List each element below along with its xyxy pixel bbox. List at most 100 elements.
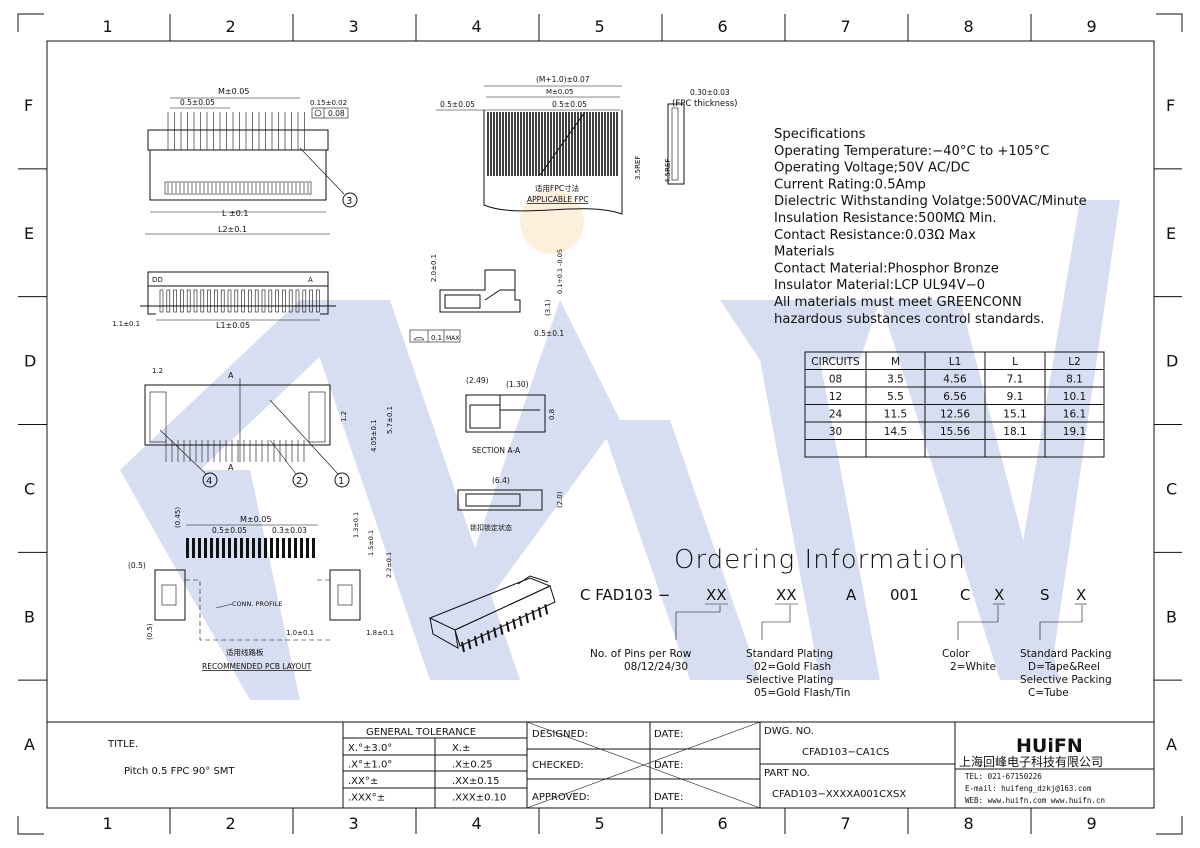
table-cell: 19.1 — [1063, 426, 1086, 438]
fpc-dim-p2: 0.5±0.05 — [552, 100, 587, 109]
order-code-part: XX — [776, 586, 797, 604]
frame-col-bottom: 6 — [718, 814, 728, 833]
fpc-label-cn: 适用FPC寸法 — [535, 183, 580, 193]
spec-line: Operating Voltage;50V AC/DC — [774, 161, 970, 176]
section-view: (2.49) (1.30) 0.8 SECTION A-A (6.4) (2.0… — [457, 376, 564, 532]
frame-col-top: 7 — [841, 17, 851, 36]
order-code-part: C — [960, 586, 970, 604]
table-header-cell: L — [1012, 356, 1018, 368]
title-block: TITLE. Pitch 0.5 FPC 90° SMT GENERAL TOL… — [46, 721, 1155, 809]
iso-view — [428, 575, 556, 653]
table-cell: 3.5 — [887, 374, 904, 386]
frame-row-right: D — [1166, 352, 1178, 371]
pcb-dim-03: 0.3±0.03 — [272, 526, 307, 535]
side-dim-20: 2.0±0.1 — [430, 254, 438, 282]
frame-row-left: F — [24, 96, 33, 115]
frame-row-left: B — [24, 607, 35, 626]
plating-line: Selective Plating — [746, 674, 833, 686]
bottom-dim-12b: 1.2 — [340, 411, 348, 422]
company-tel: TEL: 021-67150226 — [965, 772, 1042, 781]
frame-col-bottom: 5 — [595, 814, 605, 833]
table-cell: 14.5 — [884, 426, 907, 438]
section-dim-08: 0.8 — [548, 409, 556, 420]
frame-col-top: 4 — [472, 17, 482, 36]
table-cell: 4.56 — [943, 374, 967, 386]
pcb-dim-m: M±0.05 — [240, 515, 271, 524]
plating-line: Standard Plating — [746, 648, 833, 660]
table-cell: 12.56 — [940, 409, 970, 421]
top-dim-tol: 0.15±0.02 — [310, 99, 347, 107]
fpc-dim-thk: 0.30±0.03 — [690, 88, 730, 97]
fpc-view: (M+1.0)±0.07 M±0.05 0.5±0.05 0.5±0.05 3.… — [436, 75, 737, 215]
front-dim-l1: L1±0.05 — [216, 321, 250, 330]
dwg-value: CFAD103−CA1CS — [802, 747, 889, 758]
frame-row-left: C — [24, 479, 35, 498]
tol-linear: X.± — [452, 743, 470, 754]
frame-col-bottom: 3 — [349, 814, 359, 833]
bottom-view: 1.2 A A 1.2 4.05±0.1 5.7±0.1 4 2 1 — [144, 367, 394, 488]
frame-row-right: F — [1166, 96, 1175, 115]
pins-values: 08/12/24/30 — [624, 661, 688, 673]
pins-label: No. of Pins per Row — [590, 648, 692, 660]
checked-label: CHECKED: — [532, 760, 584, 771]
table-cell: 15.56 — [940, 426, 970, 438]
lock-label-cn: 锁扣锁定状态 — [470, 523, 512, 532]
lock-dim-64: (6.4) — [492, 476, 510, 485]
packing-line: C=Tube — [1028, 687, 1069, 699]
side-dim-01: 0.1+0.1 -0.05 — [556, 249, 564, 294]
spec-line: Insulator Material:LCP UL94V−0 — [774, 278, 985, 293]
tol-angle: X.°±3.0° — [348, 743, 392, 754]
date-label-3: DATE: — [654, 792, 683, 803]
frame-row-left: E — [24, 224, 34, 243]
frame-col-bottom: 1 — [103, 814, 113, 833]
date-label-1: DATE: — [654, 729, 683, 740]
order-code-part: 001 — [890, 586, 919, 604]
tol-angle: .XXX°± — [348, 793, 385, 804]
table-cell: 6.56 — [943, 391, 967, 403]
callout-2: 2 — [296, 476, 302, 487]
top-dim-pos: 0.08 — [328, 109, 345, 118]
callout-4: 4 — [206, 476, 212, 487]
frame-col-top: 1 — [103, 17, 113, 36]
frame-col-bottom: 8 — [964, 814, 974, 833]
company-web: WEB: www.huifn.com www.huifn.cn — [965, 796, 1105, 805]
table-cell: 15.1 — [1003, 409, 1026, 421]
table-header-cell: CIRCUITS — [811, 356, 860, 368]
part-value: CFAD103−XXXXA001CXSX — [772, 789, 906, 800]
approved-label: APPROVED: — [532, 792, 590, 803]
frame-col-top: 8 — [964, 17, 974, 36]
spec-line: All materials must meet GREENCONN — [774, 295, 1022, 310]
table-cell: 16.1 — [1063, 409, 1086, 421]
table-cell: 08 — [829, 374, 842, 386]
spec-line: Materials — [774, 245, 835, 260]
title-label: TITLE. — [107, 739, 138, 750]
spec-line: Current Rating:0.5Amp — [774, 177, 926, 192]
table-cell: 11.5 — [884, 409, 907, 421]
side-dim-05: 0.5±0.1 — [534, 329, 564, 338]
frame-row-left: D — [24, 352, 36, 371]
spec-line: Insulation Resistance:500MΩ Min. — [774, 211, 997, 226]
top-dim-l2: L2±0.1 — [218, 225, 247, 234]
frame-col-top: 9 — [1087, 17, 1097, 36]
frame-col-bottom: 7 — [841, 814, 851, 833]
date-label-2: DATE: — [654, 760, 683, 771]
frame-row-left: A — [24, 735, 35, 754]
front-mark-left: DD — [152, 276, 163, 284]
fpc-label-en: APPLICABLE FPC — [527, 195, 588, 204]
section-mark-a1: A — [228, 371, 234, 380]
pcb-profile: CONN. PROFILE — [232, 600, 282, 608]
order-code-part: XX — [706, 586, 727, 604]
table-cell: 12 — [829, 391, 842, 403]
table-cell: 7.1 — [1007, 374, 1024, 386]
fpc-dim-m: M±0.05 — [546, 88, 574, 96]
table-cell: 9.1 — [1007, 391, 1024, 403]
table-cell: 8.1 — [1066, 374, 1083, 386]
side-flat-max: MAX — [446, 335, 459, 342]
table-cell: 24 — [829, 409, 843, 421]
tol-angle: .XX°± — [348, 776, 378, 787]
section-dim-249: (2.49) — [466, 376, 489, 385]
pcb-dim-05a: 0.5±0.05 — [212, 526, 247, 535]
company-name: 上海回峰电子科技有限公司 — [959, 754, 1103, 769]
